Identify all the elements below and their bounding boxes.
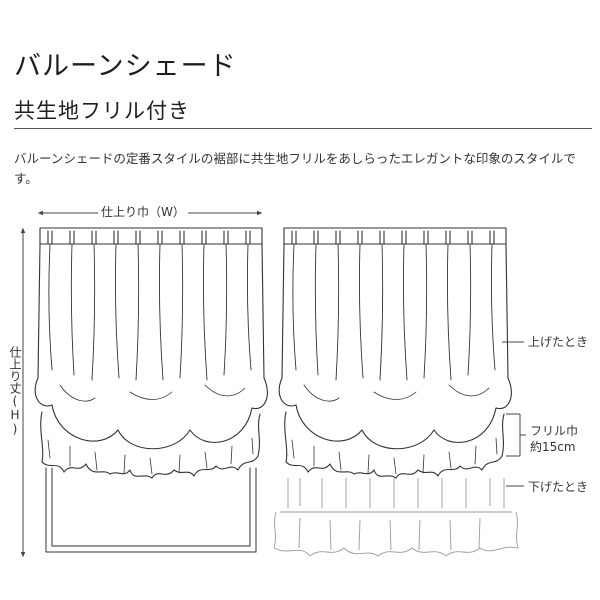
left-header-band (39, 227, 263, 245)
annotation-leaders (502, 341, 526, 487)
right-pleats (291, 230, 495, 245)
lowered-state-label: 下げたとき (528, 480, 589, 494)
title-divider (14, 128, 592, 129)
left-window-frame (45, 467, 257, 553)
description-text: バルーンシェードの定番スタイルの裾部に共生地フリルをあしらったエレガントな印象の… (14, 151, 576, 186)
width-label: 仕上り巾（W） (98, 205, 188, 219)
left-curtain (34, 227, 268, 553)
raised-state-label: 上げたとき (528, 335, 589, 349)
right-balloon-scallops (278, 377, 512, 450)
page-subtitle: 共生地フリル付き (14, 99, 190, 123)
left-frill (40, 411, 261, 479)
right-header-band (283, 227, 507, 245)
lowered-state-outline (273, 478, 519, 557)
right-frill (284, 411, 505, 479)
left-pleats (47, 230, 251, 245)
frill-size-label: 約15cm (530, 440, 576, 454)
right-curtain (278, 227, 512, 479)
page-title: バルーンシェード (14, 51, 237, 82)
frill-width-label: フリル巾 (530, 424, 579, 438)
height-label: 仕上り丈(H) (6, 346, 22, 436)
left-balloon-scallops (34, 377, 268, 450)
balloon-shade-diagram (20, 210, 526, 558)
